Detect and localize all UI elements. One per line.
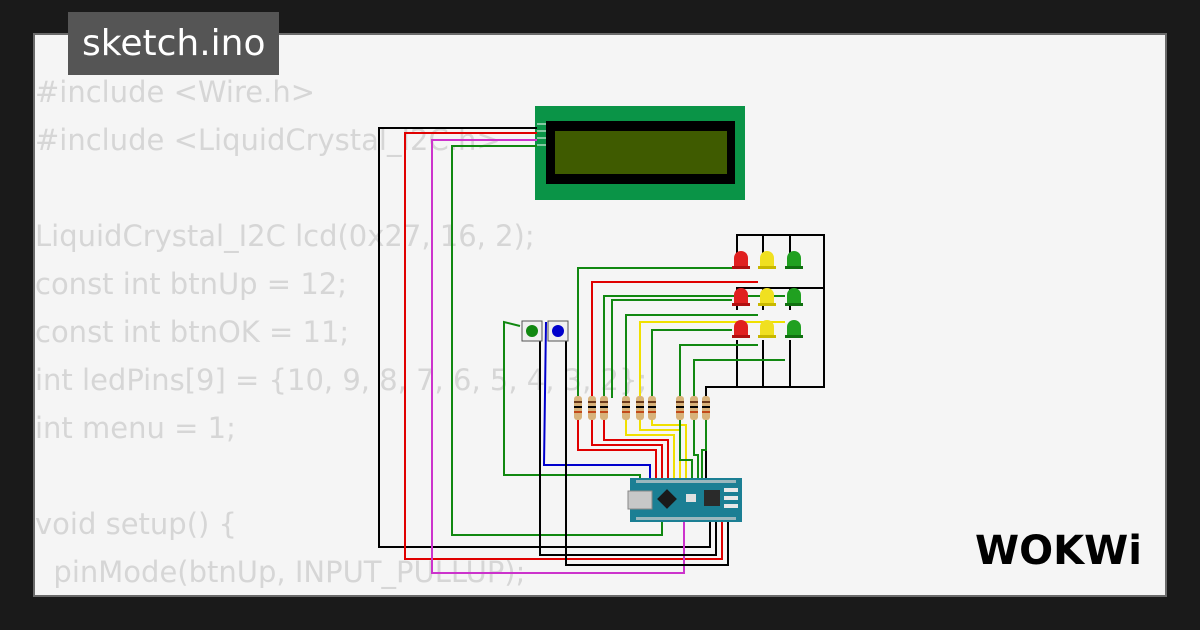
led-green <box>785 251 803 269</box>
led-yellow <box>758 320 776 338</box>
code-line: int menu = 1; <box>35 411 236 445</box>
code-line: const int btnUp = 12; <box>35 267 347 301</box>
code-line: void setup() { <box>35 507 237 541</box>
resistor <box>636 396 644 420</box>
resistor-bank <box>574 396 710 420</box>
led-green <box>785 288 803 306</box>
resistor <box>588 396 596 420</box>
resistor <box>600 396 608 420</box>
sketch-filename-tab: sketch.ino <box>68 12 280 75</box>
code-line: #include <Wire.h> <box>35 75 316 109</box>
resistor <box>690 396 698 420</box>
pushbutton-green <box>521 320 543 342</box>
led-green <box>785 320 803 338</box>
wokwi-logo-text: WOKWi <box>975 528 1142 574</box>
wokwi-logo: WOKWi <box>975 528 1142 574</box>
led-red <box>732 288 750 306</box>
resistor <box>702 396 710 420</box>
led-red <box>732 320 750 338</box>
led-yellow <box>758 251 776 269</box>
pushbutton-blue <box>547 320 569 342</box>
resistor <box>574 396 582 420</box>
led-matrix <box>732 251 803 338</box>
resistor-wires <box>577 418 707 480</box>
led-yellow <box>758 288 776 306</box>
lcd-display <box>535 106 745 200</box>
resistor <box>622 396 630 420</box>
code-line: LiquidCrystal_I2C lcd(0x27, 16, 2); <box>35 219 535 253</box>
lcd-wires <box>378 127 723 574</box>
led-ground-wires <box>705 234 825 480</box>
led-red <box>732 251 750 269</box>
resistor <box>648 396 656 420</box>
arduino-nano <box>627 478 742 522</box>
code-line: const int btnOK = 11; <box>35 315 350 349</box>
resistor <box>676 396 684 420</box>
